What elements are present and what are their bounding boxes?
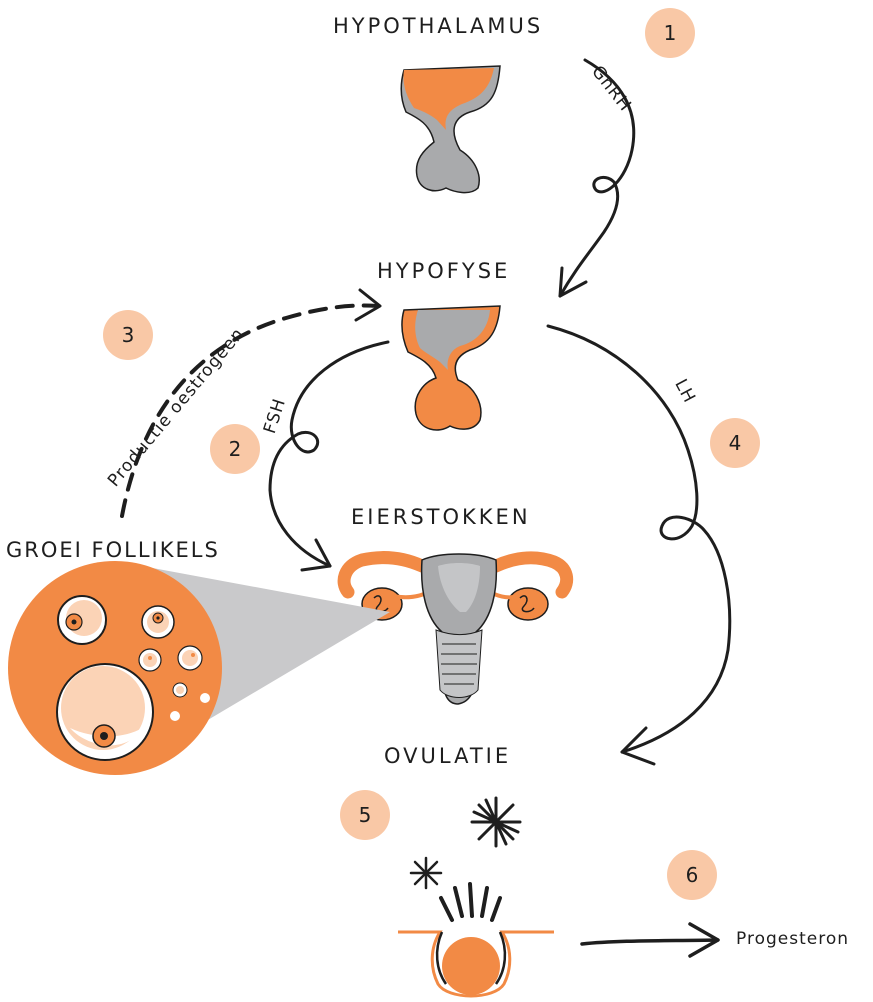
progesteron-arrow (582, 924, 718, 956)
fsh-arrow (270, 342, 388, 570)
label-hypothalamus: HYPOTHALAMUS (333, 14, 543, 38)
label-ovulatie: OVULATIE (384, 744, 511, 768)
label-hypofyse: HYPOFYSE (377, 259, 510, 283)
released-follicle (398, 932, 554, 996)
hypofyse-illustration (402, 306, 500, 430)
burst-large-icon (472, 798, 520, 846)
oestrogeen-arrow (122, 290, 380, 516)
label-groei-follikels: GROEI FOLLIKELS (6, 538, 220, 562)
uterus-illustration (344, 554, 567, 704)
burst-small-icon (411, 858, 441, 888)
step-badge-6: 6 (667, 850, 717, 900)
label-progesteron: Progesteron (736, 929, 849, 949)
lh-arrow (548, 326, 730, 764)
step-badge-5: 5 (340, 790, 390, 840)
step-badge-1: 1 (645, 8, 695, 58)
hypothalamus-illustration (401, 66, 500, 193)
follicles-magnified (8, 561, 222, 775)
label-eierstokken: EIERSTOKKEN (351, 505, 531, 529)
step-badge-2: 2 (210, 424, 260, 474)
release-rays-icon (441, 884, 500, 920)
step-badge-3: 3 (103, 310, 153, 360)
step-badge-4: 4 (710, 418, 760, 468)
